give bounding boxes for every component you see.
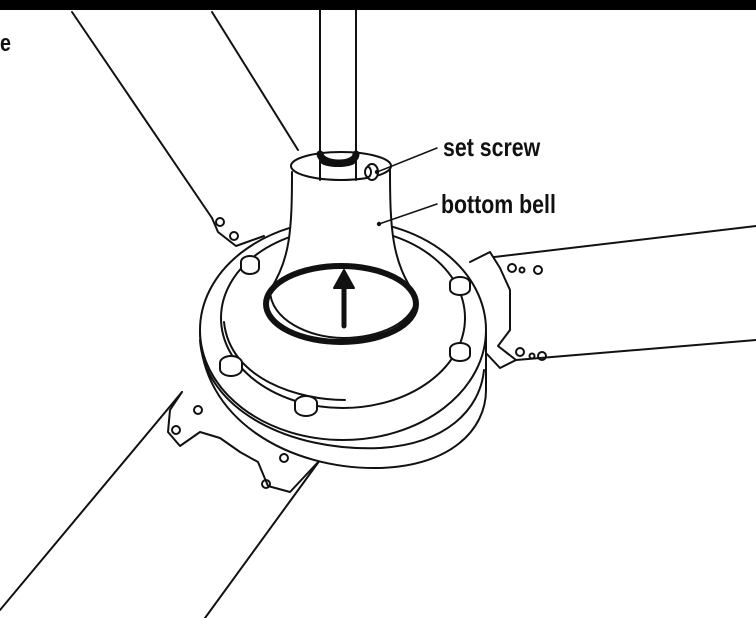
downrod <box>316 9 360 181</box>
up-arrow-icon <box>333 269 355 329</box>
bolt-right-lower <box>449 342 471 362</box>
blade-bottom-left <box>0 391 321 618</box>
blade-right <box>469 225 756 369</box>
bolt-bottom <box>294 395 318 417</box>
bottom-bell-label: bottom bell <box>441 189 556 219</box>
hub-bolts <box>219 255 471 417</box>
bottom-bell <box>263 151 419 345</box>
top-bar <box>0 0 756 10</box>
set-screw-label: set screw <box>443 132 541 162</box>
set-screw-leader <box>376 147 438 173</box>
bolt-left <box>219 355 243 377</box>
bolt-right-upper <box>449 276 471 296</box>
bottom-bell-leader <box>378 203 438 225</box>
blade-upper-left <box>71 11 299 247</box>
edge-text-fragment: e <box>0 30 11 57</box>
bolt-top-left <box>240 255 260 275</box>
